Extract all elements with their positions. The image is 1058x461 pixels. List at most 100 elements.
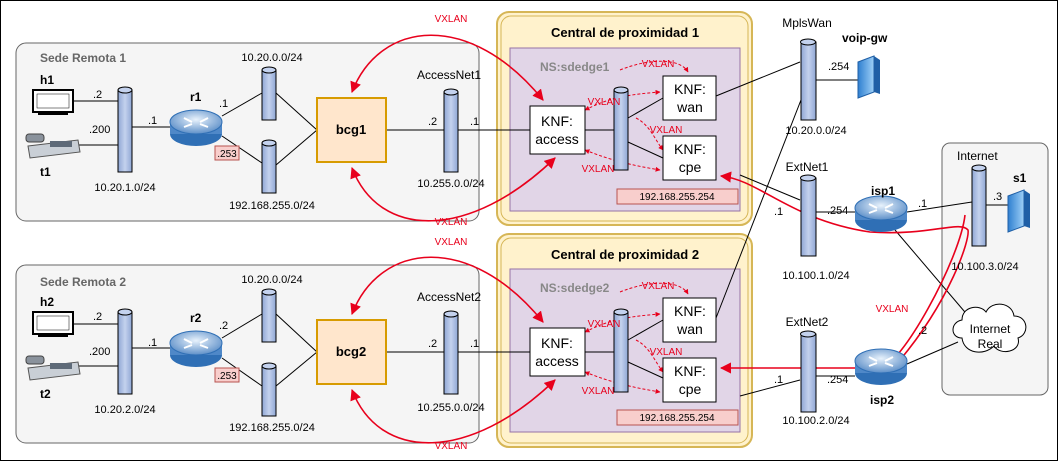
vxlan-label: VXLAN: [435, 441, 468, 452]
knf-access-line2: access: [535, 131, 579, 147]
segment-access1: [443, 88, 459, 173]
router-label: r2: [190, 311, 202, 325]
phone-label: t1: [40, 165, 51, 179]
voip-gw-label: voip-gw: [842, 31, 888, 45]
knf-wan-line2: wan: [676, 321, 703, 337]
vxlan-label: VXLAN: [435, 14, 468, 25]
bcg-ip: .2: [428, 116, 437, 128]
segment-ns2: [613, 308, 629, 393]
extnet2-left-ip: .1: [774, 374, 783, 386]
vxlan-label: VXLAN: [588, 319, 621, 330]
access-ip: .1: [470, 338, 479, 350]
segment-ns1: [613, 86, 629, 171]
vxlan-label: VXLAN: [582, 164, 615, 175]
isp1-label: isp1: [871, 184, 895, 198]
internet-cloud-icon: [952, 303, 1027, 353]
vxlan-label: VXLAN: [876, 304, 909, 315]
knf-access-line1: KNF:: [541, 335, 573, 351]
sede-box: [15, 42, 480, 222]
phone-label: t2: [40, 387, 51, 401]
isp2-ip: .2: [918, 325, 927, 337]
access-subnet: 10.255.0.0/24: [417, 402, 484, 414]
host-h2-icon: [32, 311, 74, 337]
host-label: h1: [40, 73, 54, 87]
knf-wan-line1: KNF:: [674, 81, 706, 97]
router-lan-ip: .1: [148, 115, 157, 127]
vxlan-label: VXLAN: [650, 347, 683, 358]
lan-subnet: 10.20.1.0/24: [94, 182, 155, 194]
extnet2-right-ip: .254: [827, 374, 848, 386]
sede-remota-1: Sede Remota 1: [15, 42, 480, 222]
segment-lan1: [117, 86, 133, 173]
network-segments: [117, 38, 987, 417]
net-b-subnet: 192.168.255.0/24: [229, 200, 315, 212]
server-s1-icon: [1007, 189, 1030, 233]
central-title: Central de proximidad 2: [551, 247, 699, 262]
lan-subnet: 10.20.2.0/24: [94, 404, 155, 416]
host-label: h2: [40, 295, 54, 309]
mplswan-subnet: 10.20.0.0/24: [785, 125, 846, 137]
router-up-ip: .1: [219, 98, 228, 110]
phone-ip: .200: [89, 124, 110, 136]
isp1-ip: .1: [918, 198, 927, 210]
segment-r2-up: [261, 288, 277, 343]
vxlan-label: VXLAN: [642, 59, 675, 70]
router-up-ip: .2: [219, 320, 228, 332]
server-voip-gw-icon: [857, 55, 880, 99]
host-ip: .2: [93, 89, 102, 101]
extnet2-subnet: 10.100.2.0/24: [782, 415, 849, 427]
mplswan-name: MplsWan: [782, 16, 832, 30]
vxlan-label: VXLAN: [642, 281, 675, 292]
knf-cpe-line1: KNF:: [674, 363, 706, 379]
vxlan-label: VXLAN: [435, 237, 468, 248]
bcg1-box: [316, 97, 387, 163]
router-r1-icon: [169, 109, 223, 146]
router-label: r1: [190, 90, 202, 104]
ns-title: NS:sdedge1: [540, 60, 610, 74]
segment-mplswan: [800, 38, 817, 121]
cloud-line2: Real: [978, 337, 1003, 351]
vxlan-label: VXLAN: [582, 386, 615, 397]
segment-lan2: [117, 308, 133, 395]
access-subnet: 10.255.0.0/24: [417, 178, 484, 190]
bcg-label: bcg2: [336, 344, 366, 359]
sede-title: Sede Remota 2: [40, 275, 126, 289]
phone-t2-icon: [25, 355, 81, 381]
knf-wan-line2: wan: [676, 99, 703, 115]
segment-internet: [971, 164, 987, 247]
cpe-net: 192.168.255.254: [639, 192, 715, 203]
phone-ip: .200: [89, 346, 110, 358]
knf-boxes: [529, 75, 717, 403]
router-isp1-icon: [854, 195, 908, 232]
knf-wan-line1: KNF:: [674, 303, 706, 319]
s1-label: s1: [1013, 171, 1027, 185]
internet-title: Internet: [957, 149, 998, 163]
segment-r2-low: [261, 362, 277, 417]
extnet1-right-ip: .254: [827, 205, 848, 217]
s1-ip: .3: [993, 191, 1002, 203]
net-b-subnet: 192.168.255.0/24: [229, 422, 315, 434]
host-h1-icon: [32, 89, 74, 115]
ip-boxes: [214, 145, 739, 426]
knf-access-line1: KNF:: [541, 113, 573, 129]
cloud-line1: Internet: [970, 322, 1011, 336]
ns-title: NS:sdedge2: [540, 281, 610, 295]
internet-subnet: 10.100.3.0/24: [951, 261, 1018, 273]
mplswan-ip: .254: [828, 61, 849, 73]
access-ip: .1: [470, 116, 479, 128]
extnet1-left-ip: .1: [774, 206, 783, 218]
sede-remota-2: Sede Remota 2: [15, 264, 480, 444]
bcg-ip: .2: [428, 338, 437, 350]
router-isp2-icon: [854, 348, 908, 385]
extnet1-subnet: 10.100.1.0/24: [782, 270, 849, 282]
net-a-subnet: 10.20.0.0/24: [241, 274, 302, 286]
extnet1-name: ExtNet1: [786, 160, 829, 174]
net-a-subnet: 10.20.0.0/24: [241, 52, 302, 64]
bcg2-box: [316, 319, 387, 385]
isp2-label: isp2: [870, 393, 894, 407]
sede-title: Sede Remota 1: [40, 51, 126, 65]
host-ip: .2: [93, 311, 102, 323]
router-lan-ip: .1: [148, 337, 157, 349]
knf-cpe-line2: cpe: [679, 159, 702, 175]
knf-cpe-line2: cpe: [679, 381, 702, 397]
